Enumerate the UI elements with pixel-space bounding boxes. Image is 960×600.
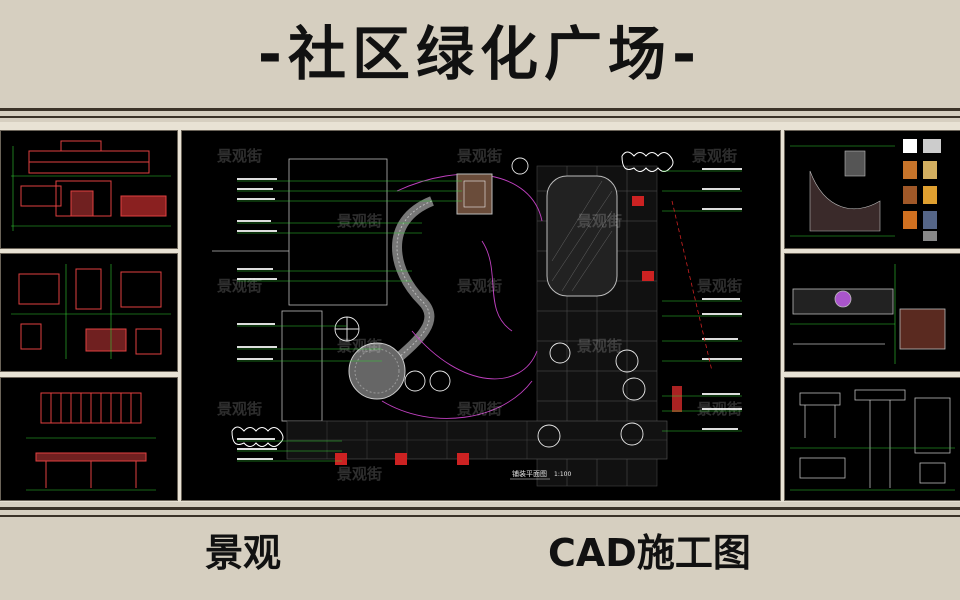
cad-drawing (11, 140, 171, 231)
footer-label-landscape: 景观 (205, 531, 282, 575)
watermark: 景观街 (577, 337, 622, 355)
watermark: 景观街 (457, 400, 502, 418)
thumbnail-elevation-gate[interactable] (0, 130, 178, 249)
watermark: 景观街 (692, 147, 737, 165)
divider (0, 108, 960, 111)
divider (0, 515, 960, 517)
watermark: 景观街 (697, 400, 742, 418)
main-site-plan[interactable]: 景观街 景观街 景观街 景观街 景观街 景观街 景观街 景观街 景观街 景观街 … (181, 130, 781, 501)
watermark: 景观街 (337, 465, 382, 483)
cad-drawing (790, 139, 941, 241)
watermark: 景观街 (577, 212, 622, 230)
cad-drawing (26, 392, 156, 491)
page-title: -社区绿化广场- (257, 20, 703, 88)
watermark: 景观街 (457, 147, 502, 165)
thumbnail-section-plan[interactable] (784, 253, 960, 372)
watermark: 景观街 (217, 400, 262, 418)
watermark: 景观街 (217, 147, 262, 165)
drawing-scale: 1:100 (554, 471, 571, 478)
watermark: 景观街 (337, 212, 382, 230)
watermark: 景观街 (697, 277, 742, 295)
watermark: 景观街 (337, 337, 382, 355)
divider (0, 116, 960, 118)
footer-label-cad: CAD施工图 (548, 531, 751, 575)
drawing-caption: 铺装平面图 (512, 469, 547, 478)
cad-drawing (11, 264, 171, 359)
watermark: 景观街 (457, 277, 502, 295)
cad-drawing (790, 264, 946, 364)
cad-site-plan: 景观街 景观街 景观街 景观街 景观街 景观街 景观街 景观街 景观街 景观街 … (212, 147, 742, 487)
thumbnail-detail-sections[interactable] (784, 377, 960, 501)
thumbnail-pergola-elevation[interactable] (0, 377, 178, 501)
watermark: 景观街 (217, 277, 262, 295)
thumbnail-site-plan-legend[interactable] (784, 130, 960, 249)
thumbnail-plan-details[interactable] (0, 253, 178, 372)
divider (0, 507, 960, 510)
cad-drawing (790, 389, 955, 491)
